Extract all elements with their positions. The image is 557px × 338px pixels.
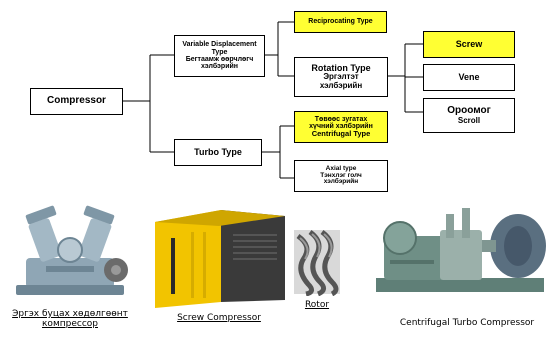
rotation-line-2: Эргэлтэт — [323, 72, 359, 82]
vene-label: Vene — [458, 71, 480, 82]
rotation-line-1: Rotation Type — [311, 62, 371, 73]
reciprocating-type-label: Reciprocating Type — [308, 18, 373, 26]
axial-type-node: Axial type Тэнхлэг голч хэлбэрийн — [294, 160, 388, 192]
axial-line-3: хэлбэрийн — [323, 178, 359, 186]
variable-displacement-node: Variable Displacement Type Бегтаамж өөрч… — [174, 35, 265, 77]
axial-line-2: Тэнхлэг голч — [320, 171, 362, 179]
variable-line-1: Variable Displacement — [182, 41, 257, 49]
reciprocating-type-node: Reciprocating Type — [294, 11, 387, 33]
reciprocating-compressor-image — [16, 205, 128, 295]
reciprocating-caption: Эргэх буцах хөдөлгөөнт компрессор — [0, 309, 140, 330]
centrifugal-line-2: хүчний хэлбэрийн — [309, 123, 373, 131]
rotation-line-3: хэлбэрийн — [319, 80, 363, 90]
turbo-type-node: Turbo Type — [174, 139, 262, 166]
compressor-label: Compressor — [47, 95, 106, 107]
scroll-line-2: Scroll — [457, 115, 481, 125]
rotor-caption-text: Rotor — [304, 300, 330, 310]
variable-line-3: Бегтаамж өөрчлөгч — [185, 56, 254, 63]
centrifugal-compressor-image — [376, 208, 546, 292]
variable-line-2: Type — [211, 48, 228, 56]
screw-compressor-caption: Screw Compressor — [160, 313, 278, 323]
turbo-type-label: Turbo Type — [194, 146, 242, 157]
screw-caption-text: Screw Compressor — [177, 313, 261, 323]
screw-node: Screw — [423, 31, 515, 58]
reciprocating-caption-text: Эргэх буцах хөдөлгөөнт компрессор — [12, 309, 128, 330]
screw-label: Screw — [455, 38, 483, 49]
scroll-node: Ороомог Scroll — [423, 98, 515, 133]
centrifugal-type-node: Төвөөс зугатах хүчний хэлбэрийн Centrifu… — [294, 111, 388, 143]
centrifugal-caption-text: Centrifugal Turbo Compressor — [399, 318, 535, 328]
centrifugal-caption: Centrifugal Turbo Compressor — [382, 318, 552, 328]
rotor-caption: Rotor — [292, 300, 342, 310]
compressor-node: Compressor — [30, 88, 123, 115]
scroll-line-1: Ороомог — [447, 105, 491, 117]
variable-line-4: хэлбэрийн — [200, 63, 239, 71]
screw-compressor-image — [155, 210, 285, 308]
centrifugal-line-1: Төвөөс зугатах — [314, 115, 368, 123]
rotor-image — [294, 229, 340, 296]
axial-line-1: Axial type — [325, 164, 357, 172]
centrifugal-line-3: Centrifugal Type — [311, 129, 371, 139]
vene-node: Vene — [423, 64, 515, 91]
rotation-type-node: Rotation Type Эргэлтэт хэлбэрийн — [294, 57, 388, 97]
